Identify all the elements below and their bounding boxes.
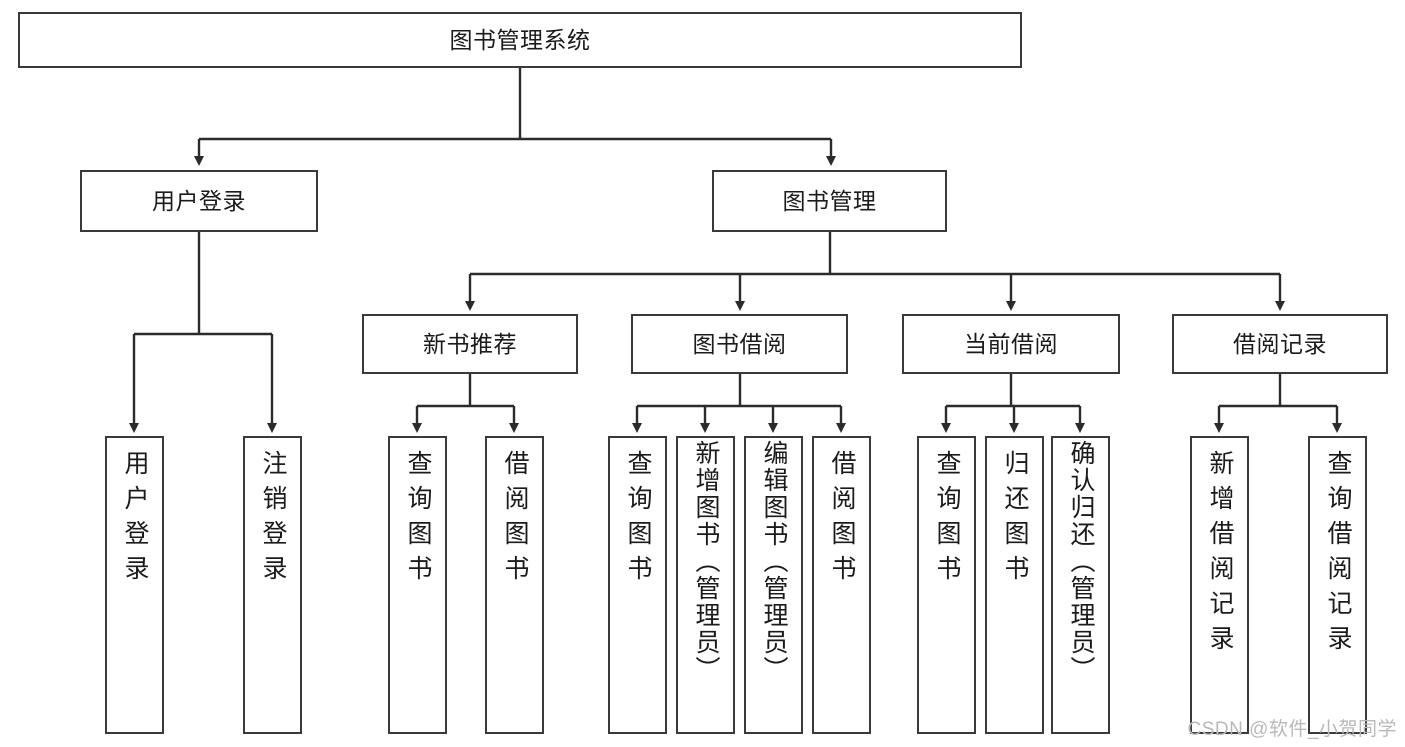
node-leaf-query-book-2-label: 查询图书 xyxy=(624,450,652,590)
node-book-manage-label: 图书管理 xyxy=(782,187,877,214)
node-leaf-user-login[interactable]: 用户登录 xyxy=(105,436,164,734)
node-leaf-query-book-3[interactable]: 查询图书 xyxy=(917,436,976,734)
node-borrow-record[interactable]: 借阅记录 xyxy=(1172,314,1388,374)
node-current-borrow-label: 当前借阅 xyxy=(964,330,1058,357)
node-leaf-borrow-book-2-label: 借阅图书 xyxy=(828,450,856,590)
node-current-borrow[interactable]: 当前借阅 xyxy=(902,314,1120,374)
node-leaf-query-book-2[interactable]: 查询图书 xyxy=(608,436,667,734)
node-leaf-confirm-return[interactable]: 确认归还（管理员） xyxy=(1051,436,1110,734)
node-leaf-query-record-label: 查询借阅记录 xyxy=(1324,450,1352,660)
node-leaf-user-login-label: 用户登录 xyxy=(121,450,149,590)
node-leaf-add-record[interactable]: 新增借阅记录 xyxy=(1190,436,1249,734)
node-leaf-borrow-book-2[interactable]: 借阅图书 xyxy=(812,436,871,734)
node-leaf-add-record-label: 新增借阅记录 xyxy=(1206,450,1234,660)
node-user-login[interactable]: 用户登录 xyxy=(80,170,318,232)
node-leaf-query-book-1-label: 查询图书 xyxy=(404,450,432,590)
node-book-manage[interactable]: 图书管理 xyxy=(712,170,947,232)
node-user-login-label: 用户登录 xyxy=(152,187,246,214)
node-book-borrow-label: 图书借阅 xyxy=(692,330,787,357)
node-root[interactable]: 图书管理系统 xyxy=(18,12,1022,68)
node-leaf-query-book-1[interactable]: 查询图书 xyxy=(388,436,447,734)
node-new-book-rec[interactable]: 新书推荐 xyxy=(362,314,578,374)
node-leaf-return-book-label: 归还图书 xyxy=(1001,450,1029,590)
node-leaf-borrow-book-1[interactable]: 借阅图书 xyxy=(485,436,544,734)
node-leaf-add-book-label: 新增图书（管理员） xyxy=(692,440,720,683)
node-leaf-edit-book[interactable]: 编辑图书（管理员） xyxy=(744,436,803,734)
node-leaf-edit-book-label: 编辑图书（管理员） xyxy=(760,440,788,683)
node-root-label: 图书管理系统 xyxy=(449,26,591,53)
node-leaf-logout[interactable]: 注销登录 xyxy=(243,436,302,734)
node-leaf-borrow-book-1-label: 借阅图书 xyxy=(501,450,529,590)
node-leaf-return-book[interactable]: 归还图书 xyxy=(985,436,1044,734)
node-book-borrow[interactable]: 图书借阅 xyxy=(631,314,848,374)
node-leaf-add-book[interactable]: 新增图书（管理员） xyxy=(676,436,735,734)
node-borrow-record-label: 借阅记录 xyxy=(1233,330,1327,357)
node-leaf-logout-label: 注销登录 xyxy=(259,450,287,590)
node-leaf-confirm-return-label: 确认归还（管理员） xyxy=(1067,440,1095,683)
node-leaf-query-book-3-label: 查询图书 xyxy=(933,450,961,590)
node-leaf-query-record[interactable]: 查询借阅记录 xyxy=(1308,436,1367,734)
node-new-book-rec-label: 新书推荐 xyxy=(423,330,517,357)
